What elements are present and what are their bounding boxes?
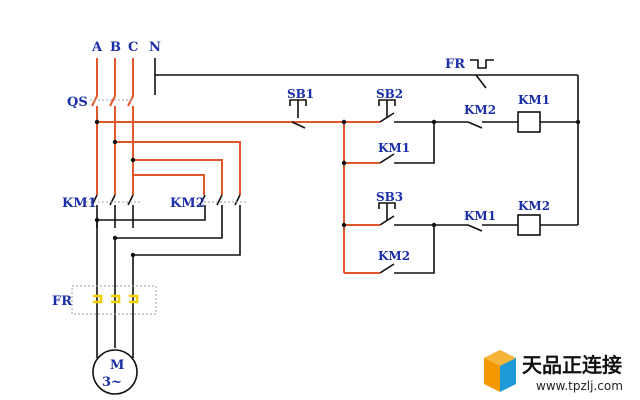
- phase-label-c: C: [128, 40, 138, 55]
- fr-control-contact-head: [470, 59, 494, 69]
- control-wires: [97, 74, 579, 274]
- label-sb2: SB2: [376, 87, 403, 101]
- junction-dots: [94, 119, 581, 258]
- label-km1-coil: KM1: [518, 93, 550, 107]
- phase-label-b: B: [110, 40, 121, 55]
- label-km1-hold: KM1: [378, 141, 410, 155]
- label-fr-main: FR: [52, 294, 72, 309]
- motor-feed-wires: [96, 220, 134, 358]
- label-km2-interlock: KM2: [464, 103, 496, 117]
- brand-name: 天品正连接: [522, 353, 622, 377]
- phase-label-n: N: [149, 40, 161, 55]
- km2-coil: [517, 214, 541, 236]
- phase-label-a: A: [91, 40, 103, 55]
- motor-letter: M: [110, 358, 124, 373]
- label-km2-main: KM2: [170, 196, 205, 211]
- thermal-relay-main: [71, 285, 157, 315]
- main-power-wires: [90, 58, 490, 195]
- label-km2-coil: KM2: [518, 199, 550, 213]
- button-heads: [289, 99, 396, 220]
- label-km1-main: KM1: [62, 196, 97, 211]
- label-fr-control: FR: [445, 57, 465, 72]
- label-qs: QS: [67, 95, 88, 110]
- motor: M 3~: [92, 349, 138, 395]
- km2-main-contacts: [97, 194, 246, 256]
- km1-coil: [517, 111, 541, 133]
- brand-logo: 天品正连接 www.tpzlj.com: [484, 350, 623, 393]
- label-sb3: SB3: [376, 190, 403, 204]
- label-km2-hold: KM2: [378, 249, 410, 263]
- brand-url: www.tpzlj.com: [536, 379, 623, 393]
- label-sb1: SB1: [287, 87, 314, 101]
- km1-main-contacts: [86, 194, 140, 228]
- label-km1-interlock: KM1: [464, 209, 496, 223]
- motor-phase-mark: 3~: [102, 375, 122, 390]
